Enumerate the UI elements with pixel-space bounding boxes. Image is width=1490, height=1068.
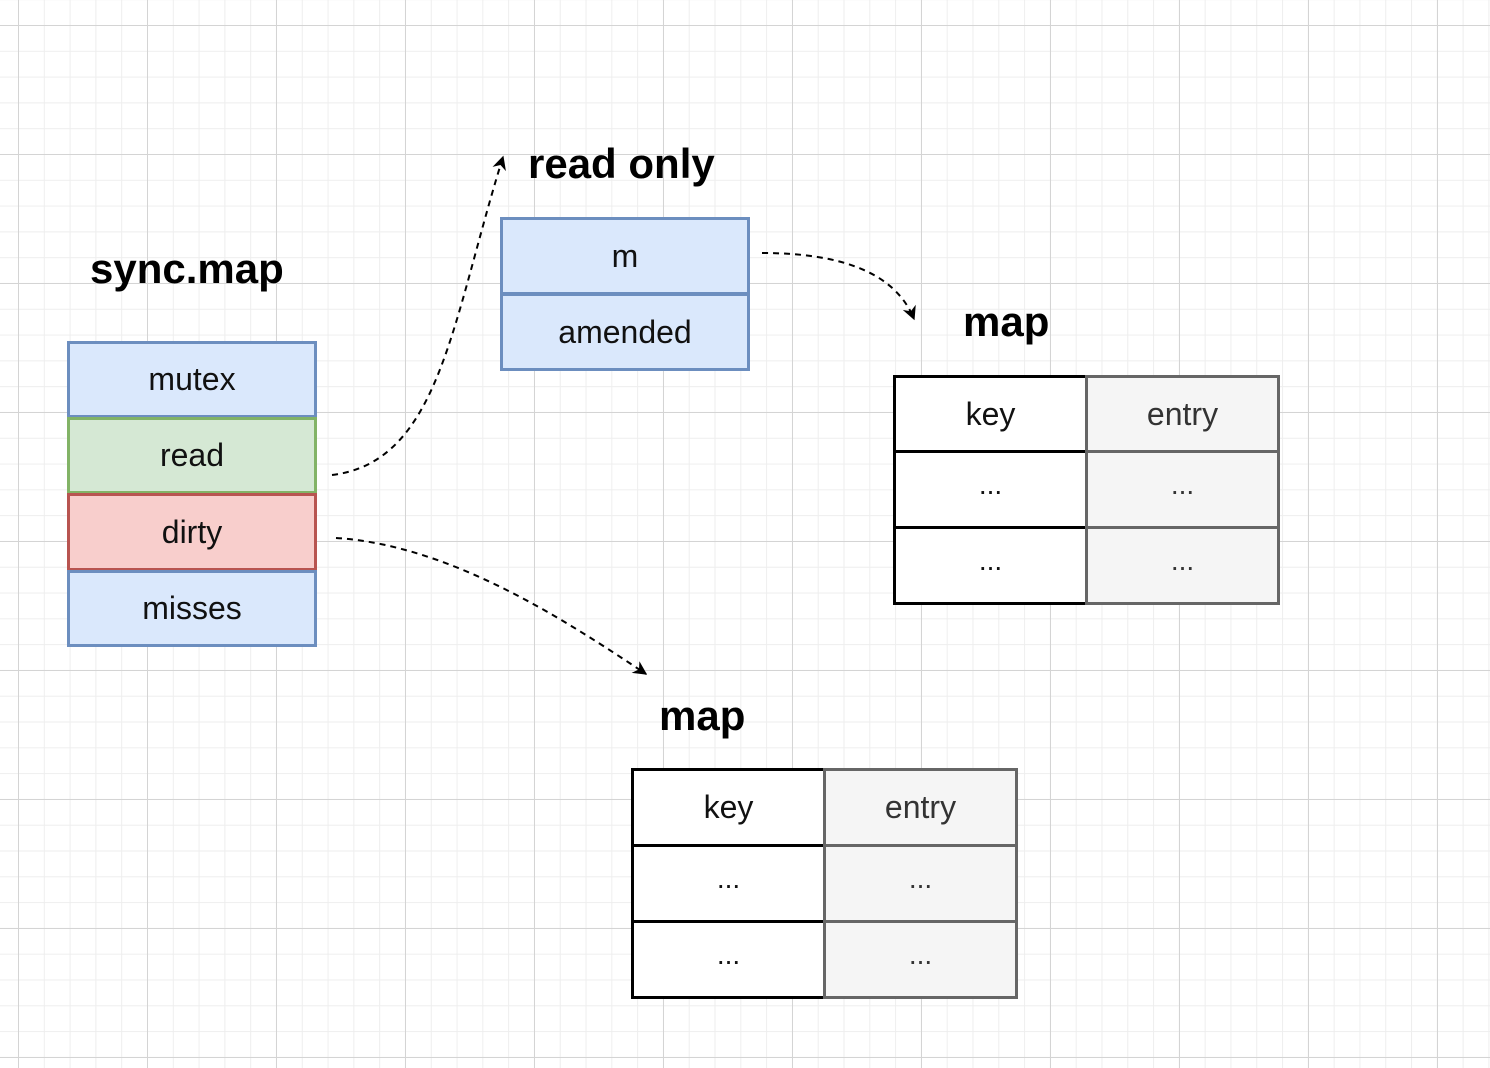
read-to-read-only-arrow	[331, 155, 506, 476]
read-map-entry-cell: ...	[1085, 526, 1280, 605]
dirty-map-key-header: key	[631, 768, 826, 847]
m-to-read-map-arrow	[761, 252, 916, 321]
field-dirty[interactable]: dirty	[67, 493, 317, 571]
sync-map-title: sync.map	[90, 245, 284, 292]
field-read[interactable]: read	[67, 417, 317, 494]
field-amended[interactable]: amended	[500, 293, 750, 371]
dirty-map-key-cell: ...	[631, 920, 826, 999]
dirty-map-title: map	[659, 692, 746, 739]
dirty-map-entry-header: entry	[823, 768, 1018, 847]
read-map-key-cell: ...	[893, 526, 1088, 605]
dirty-map-key-cell: ...	[631, 844, 826, 923]
read-map-title: map	[963, 298, 1050, 345]
dirty-to-dirty-map-arrow	[335, 537, 648, 675]
field-mutex[interactable]: mutex	[67, 341, 317, 418]
field-misses[interactable]: misses	[67, 570, 317, 647]
dirty-map-entry-cell: ...	[823, 920, 1018, 999]
read-map-entry-cell: ...	[1085, 450, 1280, 529]
read-only-title: read only	[528, 140, 715, 187]
